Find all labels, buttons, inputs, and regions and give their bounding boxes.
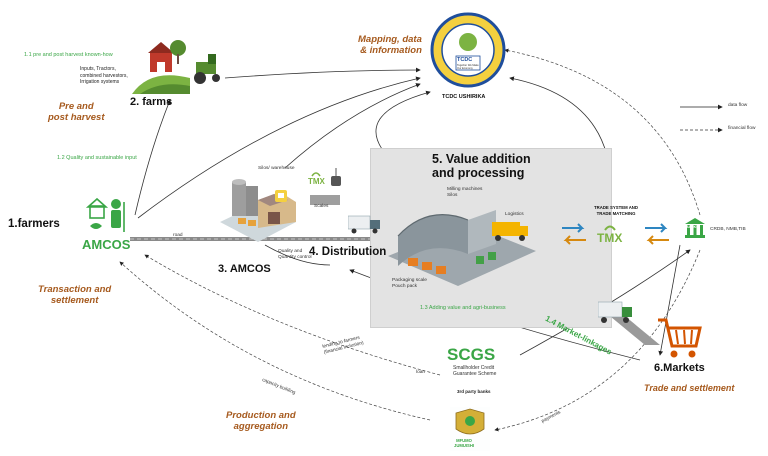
fin-scgs-to-farmers [144, 254, 441, 376]
tmx-small-logo: TMX [306, 172, 336, 196]
legend-data-flow-label: data flow [728, 103, 748, 108]
production-aggregation-label: Production and aggregation [226, 410, 296, 432]
scales-icon [328, 168, 344, 206]
market-truck-icon [597, 300, 634, 326]
trade-system-line2: TRADE MATCHING [596, 210, 636, 216]
delivery-truck-icon [347, 214, 382, 234]
trade-system-line1: TRADE SYSTEM AND [594, 205, 639, 210]
quality-line2: Quantity control [278, 255, 312, 260]
mapping-title: Mapping, data & information [358, 34, 422, 56]
value-addition-title: 5. Value addition and processing [432, 152, 531, 180]
transaction-line2: settlement [50, 295, 99, 306]
processing-hall-icon [398, 214, 468, 266]
mfumo-jumuishi-logo: MFUMO JUMUISHI [450, 407, 490, 451]
scgs-fullname: Smallholder Credit Guarantee Scheme [453, 365, 496, 377]
bank-icon-label: BANKS [686, 225, 699, 229]
production-line1: Production and [226, 410, 296, 421]
flow-amcos-to-tcdc [284, 83, 421, 169]
flow-farmers-to-farms [134, 99, 171, 216]
road-label: road [173, 233, 183, 238]
warehouse-illustration [218, 172, 298, 244]
markets-subtitle: Trade and settlement [644, 383, 735, 393]
banks-label: CRDB, NMB,TIB [710, 227, 746, 232]
pre-post-harvest-label: Pre and post harvest [48, 101, 105, 123]
silo-icon [232, 182, 246, 216]
inputs-line1: Inputs, Tractors, [80, 66, 116, 72]
amcos-logo-text: AMCOS [82, 237, 131, 252]
loan-label: loan [416, 370, 426, 375]
tcdc-seal-icon [430, 12, 506, 88]
tcdc-seal-name: TCDC [457, 57, 473, 63]
inputs-line3: Irrigation systems [80, 79, 120, 85]
farmer-icon [84, 196, 132, 236]
transaction-settlement-label: Transaction and settlement [38, 284, 111, 306]
scale-hand-icon [273, 188, 289, 204]
flow-banks-to-markets [658, 244, 681, 356]
bank-icon: BANKS [683, 216, 707, 242]
knowhow-label: 1.1 pre and post harvest known-how [24, 52, 113, 58]
milling-line2: Silos [447, 193, 458, 198]
amcos-title: 3. AMCOS [218, 263, 271, 275]
logistics-label: Logistics [505, 212, 524, 217]
fin-mfumo-to-farmers [119, 261, 431, 421]
pre-post-line1: Pre and [58, 101, 94, 112]
tcdc-seal-tagline: Together We Make Our Economy [457, 64, 479, 70]
tractor-icon [196, 62, 216, 74]
inputs-line2: combined harvestors, [80, 72, 128, 79]
mapping-title-line2: & information [360, 45, 422, 56]
inputs-label: Inputs, Tractors, combined harvestors, I… [80, 66, 128, 86]
farm-illustration [130, 38, 230, 94]
processing-plant-illustration [388, 196, 536, 286]
third-party-banks-label: 3rd party banks [457, 389, 491, 394]
silos-label: Silos/ warehouse [258, 166, 295, 171]
platform-scale-icon [310, 195, 340, 205]
quality-control-label: Quality and Quantity control [278, 249, 312, 261]
milling-line1: Milling machines [447, 187, 483, 192]
value-addition-title-line1: 5. Value addition [432, 152, 531, 166]
scgs-line2: Guarantee Scheme [453, 371, 497, 377]
farms-title: 2. farms [130, 96, 173, 108]
agri-business-label: 1.3 Adding value and agri-business [420, 305, 506, 311]
fin-banks-to-mfumo [494, 249, 701, 432]
tcdc-seal: TCDC Together We Make Our Economy [430, 12, 506, 88]
packaging-line1: Packaging scale [392, 278, 427, 283]
legend-financial-flow-label: financial flow [728, 126, 756, 131]
distribution-title: 4. Distribution [309, 246, 387, 258]
exchange-arrows-right-icon [643, 222, 673, 246]
quality-input-label: 1.2 Quality and sustainable input [57, 155, 137, 161]
tmx-logo: TMX [597, 224, 631, 248]
scgs-line1: Smallholder Credit [453, 365, 495, 371]
packaging-label: Packaging scale Pouch pack [392, 278, 427, 290]
flow-farms-to-tcdc [224, 67, 421, 79]
tree-icon [170, 40, 186, 56]
flow-scgs-to-banks [519, 249, 691, 356]
scgs-logo-text: SCGS [447, 345, 496, 364]
tmx-small-label: TMX [308, 177, 325, 186]
value-addition-title-line2: and processing [432, 166, 525, 180]
shopping-cart-icon [656, 316, 702, 360]
logistics-truck-icon [492, 222, 520, 236]
exchange-arrows-left-icon [560, 222, 590, 246]
packaging-line2: Pouch pack [392, 284, 418, 289]
mapping-title-line1: Mapping, data [358, 34, 422, 45]
tcdc-caption: TCDC USHIRIKA [442, 94, 486, 100]
milling-label: Milling machines Silos [447, 187, 482, 199]
mfumo-line2: JUMUISHI [454, 443, 475, 448]
tmx-label: TMX [597, 231, 623, 245]
mfumo-text: MFUMO JUMUISHI [454, 438, 474, 448]
transaction-line1: Transaction and [38, 284, 112, 295]
scales-label: Scales [314, 204, 329, 209]
flow-farmers-to-tcdc [137, 76, 421, 219]
mfumo-line1: MFUMO [456, 438, 472, 443]
production-line2: aggregation [233, 421, 289, 432]
scgs-logo: SCGS Smallholder Credit Guarantee Scheme [443, 345, 513, 387]
quality-line1: Quality and [278, 249, 303, 254]
fin-banks-to-tcdc [504, 48, 701, 216]
trade-system-label: TRADE SYSTEM AND TRADE MATCHING [594, 205, 638, 216]
pre-post-line2: post harvest [48, 112, 105, 123]
flow-amcos-to-distribution [264, 244, 331, 266]
markets-title: 6.Markets [654, 362, 705, 374]
farmers-title: 1.farmers [8, 218, 60, 230]
